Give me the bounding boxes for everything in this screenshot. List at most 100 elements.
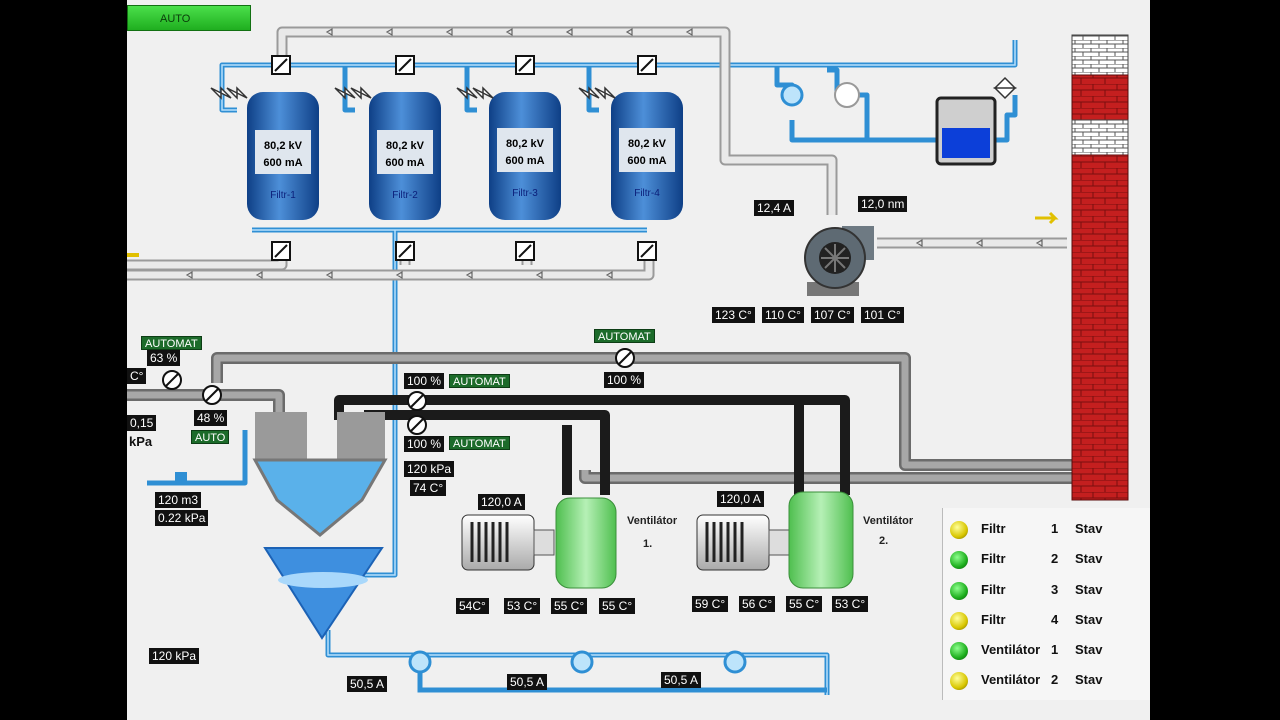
legend-state: Stav (1075, 521, 1103, 536)
main-fan-current: 12,4 A (754, 200, 795, 216)
fan1-temp-4: 55 C° (599, 598, 636, 614)
temp-readout-left: C° (127, 368, 147, 384)
process-diagram (127, 26, 1129, 695)
main-fan-speed: 12,0 nm (858, 196, 908, 212)
status-lamp-icon (950, 551, 968, 569)
water-valves (210, 76, 1017, 100)
fan1 (461, 497, 617, 589)
bottom-pressure: 120 kPa (149, 648, 200, 664)
main-fan-temp-3: 107 C° (811, 307, 854, 323)
legend-state: Stav (1075, 612, 1103, 627)
status-legend: Filtr 1 Stav Filtr 2 Stav Filtr 3 Stav F… (942, 508, 1150, 700)
pump2-current: 50,5 A (507, 674, 548, 690)
fan2-temp-4: 53 C° (832, 596, 869, 612)
filter4-current: 600 mA (627, 155, 667, 167)
legend-number: 1 (1051, 642, 1059, 657)
fan1-label: Ventilátor (627, 515, 678, 527)
separator (252, 412, 388, 640)
fan1-temp-1: 54C° (456, 598, 489, 614)
automat-tag-top[interactable]: AUTOMAT (594, 329, 655, 343)
filter3-name: Filtr-3 (512, 188, 538, 199)
volume-readout: 120 m3 (155, 492, 202, 508)
legend-number: 1 (1051, 521, 1059, 536)
main-fan-temp-1: 123 C° (712, 307, 755, 323)
valve-top-percent: 100 % (604, 372, 645, 388)
main-fan (804, 226, 874, 296)
legend-row-filter-3: Filtr 3 Stav (943, 575, 1150, 605)
auto-tag[interactable]: AUTO (191, 430, 230, 444)
filter2-name: Filtr-2 (392, 190, 418, 201)
legend-name: Filtr (981, 612, 1006, 627)
fan2-temp-2: 56 C° (739, 596, 776, 612)
automat-tag-1[interactable]: AUTOMAT (141, 336, 202, 350)
status-lamp-icon (950, 612, 968, 630)
auto-button[interactable]: AUTO (127, 5, 251, 31)
fan1-number: 1. (643, 538, 653, 550)
separator-pressure: 120 kPa (404, 461, 455, 477)
fan2-label: Ventilátor (863, 515, 914, 527)
filter1-current: 600 mA (263, 157, 303, 169)
legend-name: Ventilátor (981, 642, 1041, 657)
black-ducts (334, 395, 850, 495)
filter1-voltage: 80,2 kV (264, 140, 302, 152)
fan2-current: 120,0 A (717, 491, 764, 507)
legend-state: Stav (1075, 642, 1103, 657)
legend-row-filter-1: Filtr 1 Stav (943, 514, 1150, 544)
flow-arrows (185, 27, 1043, 280)
legend-name: Ventilátor (981, 672, 1041, 687)
legend-name: Filtr (981, 582, 1006, 597)
filters (247, 92, 683, 220)
valve-a-mode[interactable]: AUTOMAT (449, 374, 510, 388)
filter2-voltage: 80,2 kV (386, 140, 424, 152)
separator-temp: 74 C° (410, 480, 447, 496)
legend-state: Stav (1075, 672, 1103, 687)
valve1-percent: 63 % (147, 350, 181, 366)
flow-arrow-icon (1035, 211, 1059, 225)
chimney (1071, 34, 1129, 501)
scada-screen: AUTO (127, 0, 1150, 720)
legend-row-fan-2: Ventilátor 2 Stav (943, 665, 1150, 695)
legend-name: Filtr (981, 521, 1006, 536)
status-lamp-icon (950, 521, 968, 539)
pump1-current: 50,5 A (347, 676, 388, 692)
main-fan-temp-2: 110 C° (762, 307, 804, 323)
filter3-current: 600 mA (505, 155, 545, 167)
filter3-voltage: 80,2 kV (506, 138, 544, 150)
filter2-current: 600 mA (385, 157, 425, 169)
filter1-name: Filtr-1 (270, 190, 296, 201)
flow-meter-icon (175, 472, 187, 482)
valve2-percent: 48 % (194, 410, 228, 426)
gas-pipes-inner (127, 354, 1072, 482)
fan2 (696, 491, 854, 589)
status-lamp-icon (950, 582, 968, 600)
status-lamp-icon (950, 642, 968, 660)
filter4-name: Filtr-4 (634, 188, 660, 199)
legend-state: Stav (1075, 551, 1103, 566)
legend-name: Filtr (981, 551, 1006, 566)
valve-a-percent: 100 % (404, 373, 445, 389)
fan1-temp-2: 53 C° (504, 598, 541, 614)
legend-number: 2 (1051, 551, 1059, 566)
filter4-voltage: 80,2 kV (628, 138, 666, 150)
legend-row-fan-1: Ventilátor 1 Stav (943, 635, 1150, 665)
volume-pressure: 0.22 kPa (155, 510, 209, 526)
pressure-small: 0,15 (127, 415, 157, 431)
pressure-unit: kPa (129, 434, 153, 449)
legend-number: 2 (1051, 672, 1059, 687)
fan1-current: 120,0 A (478, 494, 525, 510)
pump-icon (780, 83, 804, 107)
legend-number: 3 (1051, 582, 1059, 597)
fan1-temp-3: 55 C° (551, 598, 588, 614)
fan2-number: 2. (879, 535, 889, 547)
damper-valves (162, 55, 657, 435)
fan2-temp-1: 59 C° (692, 596, 729, 612)
legend-number: 4 (1051, 612, 1059, 627)
valve-b-percent: 100 % (404, 436, 445, 452)
legend-row-filter-4: Filtr 4 Stav (943, 605, 1150, 635)
valve-b-mode[interactable]: AUTOMAT (449, 436, 510, 450)
status-lamp-icon (950, 672, 968, 690)
fan2-temp-3: 55 C° (786, 596, 823, 612)
legend-row-filter-2: Filtr 2 Stav (943, 544, 1150, 574)
pump3-current: 50,5 A (661, 672, 702, 688)
main-fan-temp-4: 101 C° (861, 307, 904, 323)
